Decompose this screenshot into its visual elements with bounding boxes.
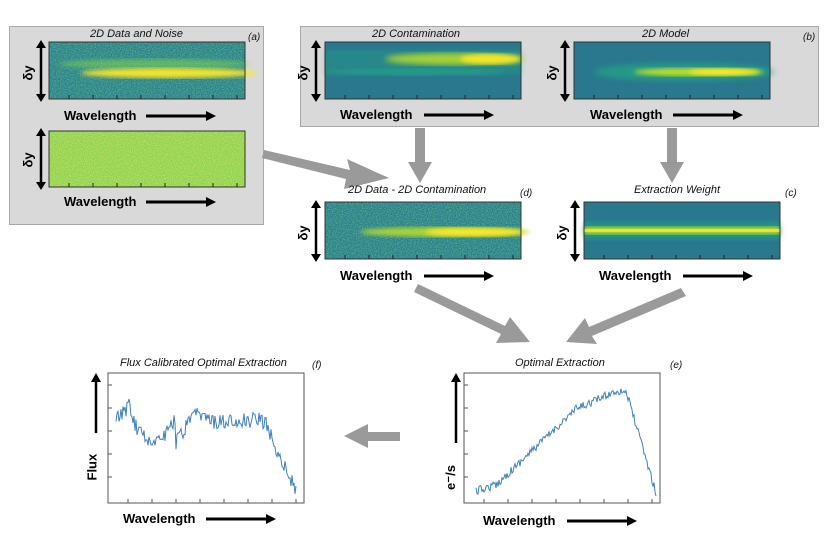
panel-a-y-arrow-top	[36, 40, 46, 102]
panel-c-ylabel: δy	[554, 225, 570, 241]
panel-b-y-arrow-left	[311, 40, 321, 102]
panel-e-plot	[463, 372, 661, 504]
arrow-d-to-e	[414, 284, 530, 343]
panel-f-spectrum-line	[115, 398, 297, 494]
panel-f-title: Flux Calibrated Optimal Extraction	[120, 357, 287, 369]
panel-e-ylabel: e⁻/s	[443, 465, 458, 490]
arrow-e-to-f	[344, 424, 400, 448]
panel-e-tag: (e)	[670, 360, 683, 371]
panel-e-title: Optimal Extraction	[515, 357, 605, 369]
panel-e-spectrum-line	[475, 388, 657, 497]
panel-b-xlabel-left: Wavelength	[340, 107, 413, 122]
panel-a-xlabel-top: Wavelength	[64, 108, 137, 123]
panel-a-x-arrow-top	[146, 111, 216, 121]
panel-b-x-arrow-right	[673, 110, 743, 120]
panel-c-tag: (c)	[785, 188, 797, 199]
panel-c-xlabel: Wavelength	[599, 268, 672, 283]
arrow-b-to-d	[408, 128, 432, 183]
panel-b-model-image	[573, 41, 774, 100]
panel-d-ylabel: δy	[295, 225, 311, 241]
panel-a-x-arrow-bottom	[146, 197, 216, 207]
panel-b-tag: (b)	[803, 32, 816, 43]
panel-d-y-arrow	[311, 200, 321, 262]
panel-a-data-image	[48, 41, 257, 100]
panel-c-title: Extraction Weight	[634, 184, 721, 196]
arrow-b-to-c	[660, 128, 684, 183]
panel-a-y-arrow-bottom	[36, 128, 46, 190]
panel-f-plot	[107, 372, 305, 504]
panel-b-model-title: 2D Model	[642, 28, 690, 40]
panel-f-ylabel: Flux	[84, 453, 100, 481]
panel-a-noise-image	[48, 130, 246, 188]
panel-e-x-arrow	[567, 516, 637, 526]
panel-f-y-arrow	[91, 373, 101, 433]
panel-b-contamination-title: 2D Contamination	[372, 28, 461, 40]
panel-d-title: 2D Data - 2D Contamination	[348, 184, 487, 196]
panel-d-xlabel: Wavelength	[340, 268, 413, 283]
arrow-c-to-e	[566, 288, 686, 344]
panel-b-contamination-image	[324, 41, 525, 100]
panel-b-y-arrow-right	[560, 40, 570, 102]
panel-e-y-arrow	[451, 373, 461, 443]
panel-f-xlabel: Wavelength	[123, 511, 196, 526]
panel-f-tag: (f)	[312, 360, 322, 371]
panel-d-image	[324, 201, 530, 260]
panel-a-title: 2D Data and Noise	[90, 28, 183, 40]
panel-d-x-arrow	[424, 271, 494, 281]
panel-a-xlabel-bottom: Wavelength	[64, 194, 137, 209]
panel-b-x-arrow-left	[424, 110, 494, 120]
panel-c-x-arrow	[683, 271, 753, 281]
panel-e-xlabel: Wavelength	[483, 513, 556, 528]
panel-b-xlabel-right: Wavelength	[590, 107, 663, 122]
arrow-a-to-d	[262, 150, 389, 189]
panel-c-y-arrow	[570, 200, 580, 262]
panel-d-tag: (d)	[520, 188, 533, 199]
panel-a-tag: (a)	[248, 32, 261, 43]
panel-c-image	[583, 201, 781, 260]
panel-f-x-arrow	[206, 514, 276, 524]
